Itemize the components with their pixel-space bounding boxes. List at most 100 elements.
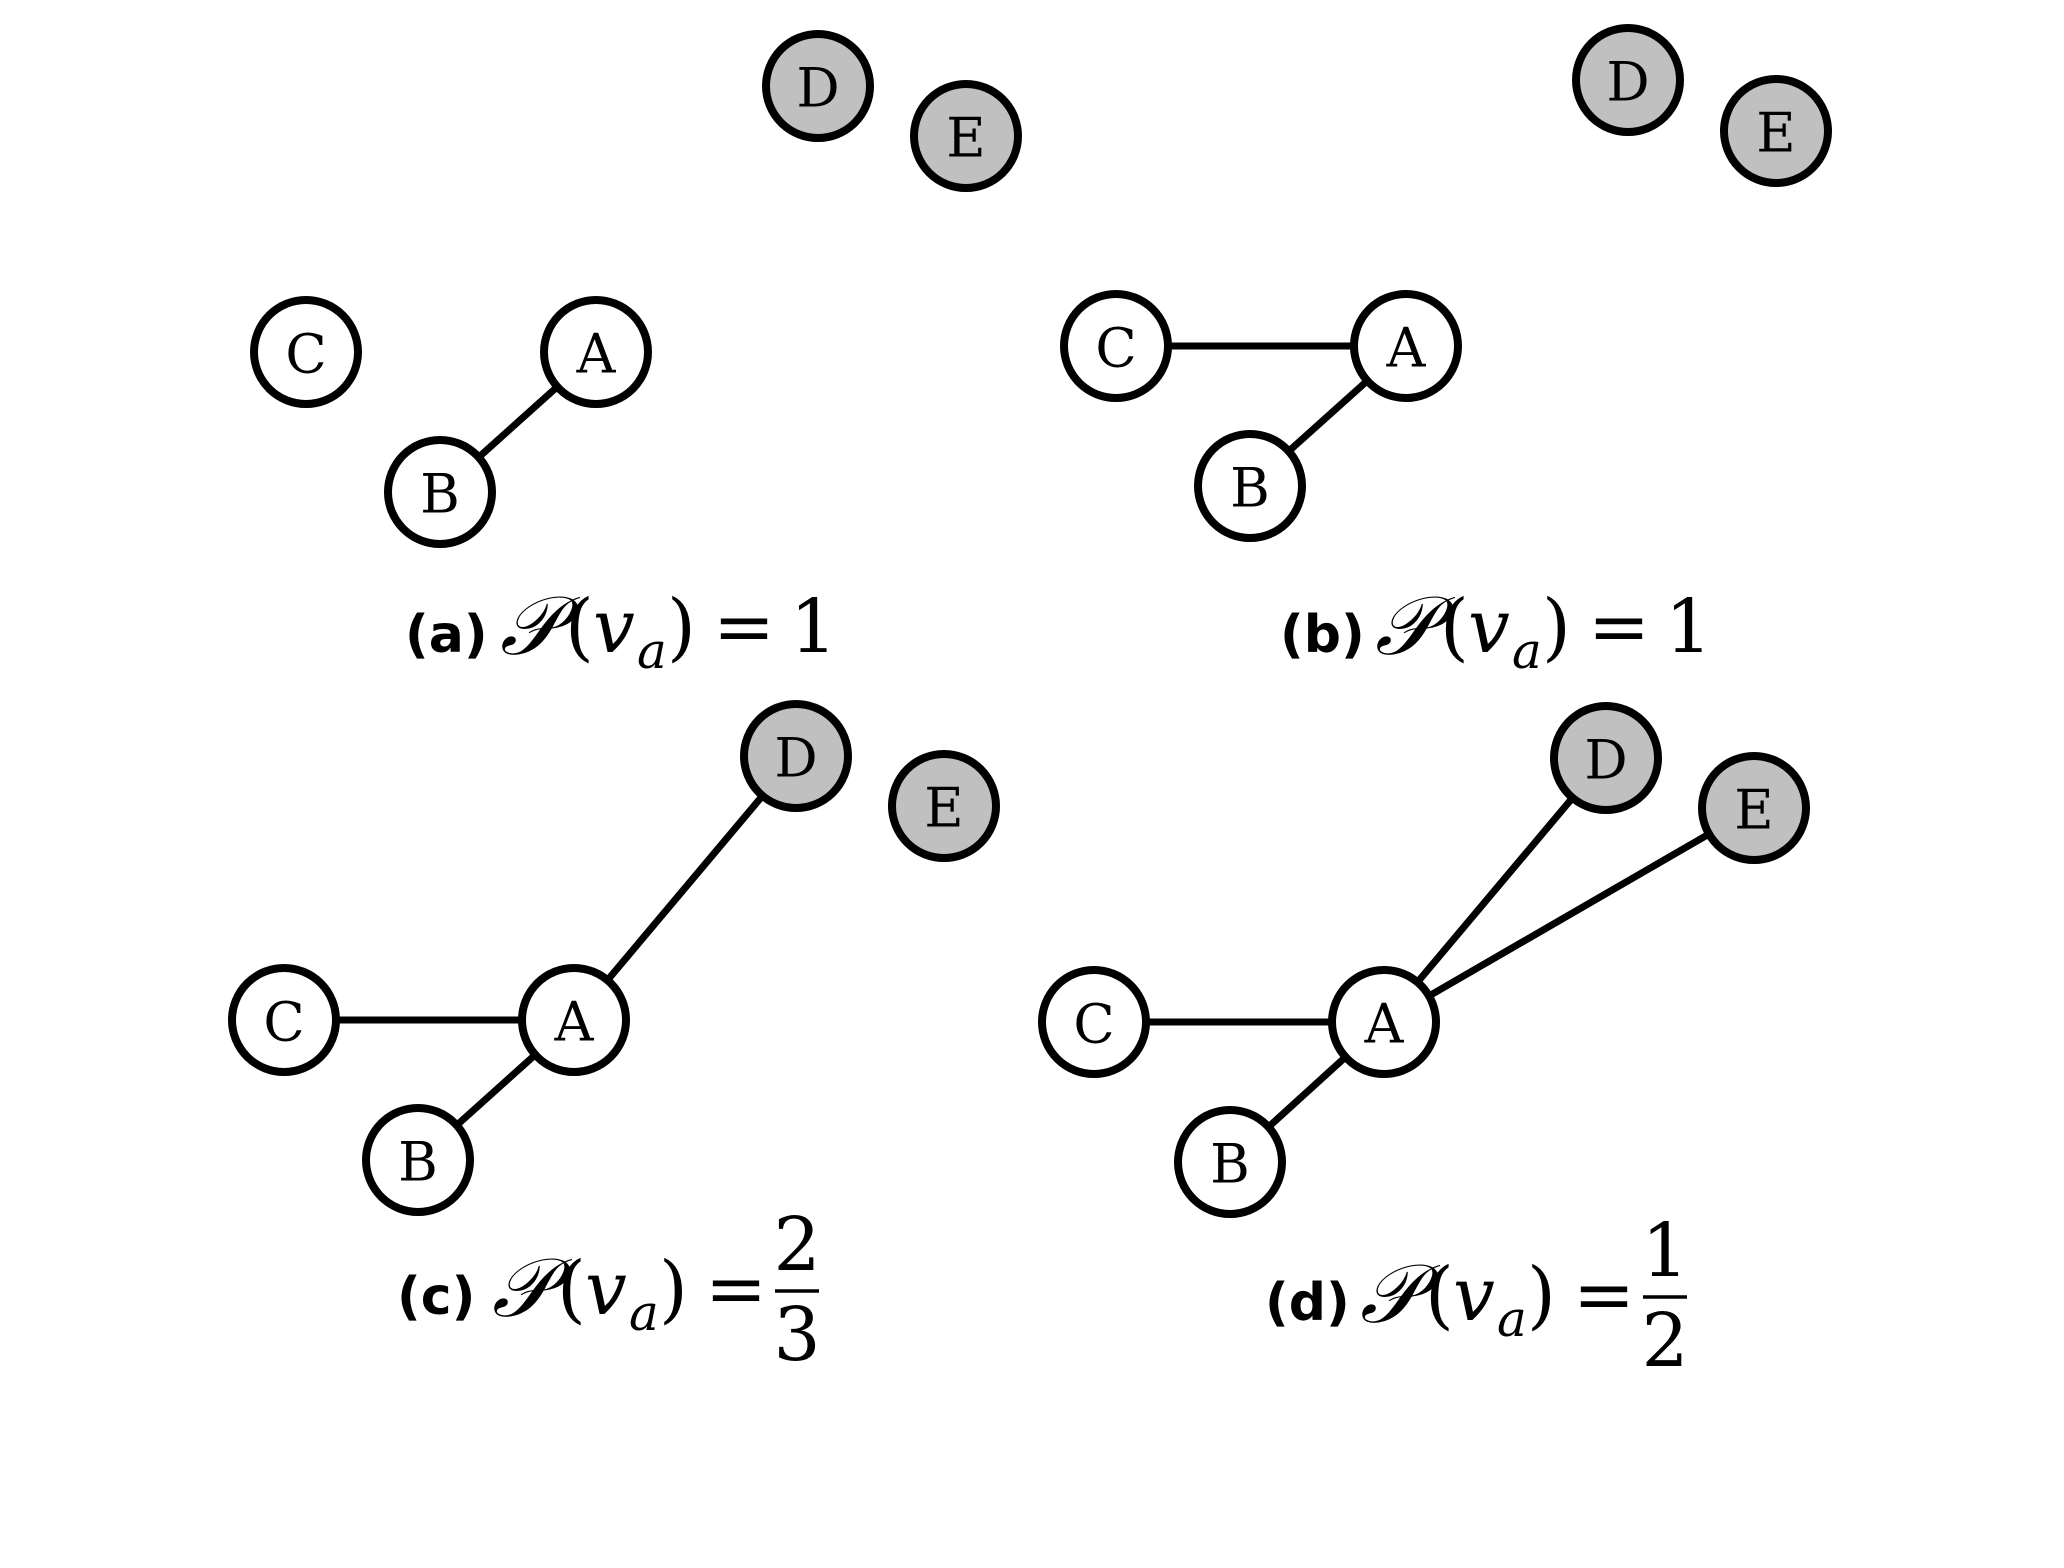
caption-rparen: ) bbox=[1542, 584, 1571, 670]
node-label: D bbox=[1606, 51, 1649, 114]
node-a: A bbox=[1350, 290, 1462, 402]
edge-a-d bbox=[1380, 754, 1610, 1026]
node-label: D bbox=[1584, 729, 1627, 792]
node-a: A bbox=[1328, 966, 1440, 1078]
caption-value: 1 bbox=[790, 584, 837, 670]
caption-sub: a bbox=[1512, 622, 1542, 680]
node-circle bbox=[540, 296, 652, 408]
caption-rparen: ) bbox=[659, 1246, 688, 1332]
node-label: C bbox=[1073, 993, 1114, 1056]
node-label: C bbox=[285, 323, 326, 386]
node-e: E bbox=[888, 750, 1000, 862]
node-label: E bbox=[1734, 779, 1773, 842]
caption-label: (d) bbox=[1265, 1273, 1350, 1333]
caption-lparen: ( bbox=[1425, 1252, 1454, 1338]
node-circle bbox=[384, 436, 496, 548]
caption-var: v bbox=[593, 584, 635, 670]
node-c: C bbox=[228, 964, 340, 1076]
node-circle bbox=[1174, 1106, 1286, 1218]
caption-label: (a) bbox=[405, 605, 488, 665]
node-circle bbox=[1194, 430, 1306, 542]
node-d: D bbox=[740, 700, 852, 812]
node-circle bbox=[1038, 966, 1150, 1078]
caption-sub: a bbox=[1497, 1290, 1527, 1348]
node-c: C bbox=[1060, 290, 1172, 402]
caption-lparen: ( bbox=[1440, 584, 1469, 670]
node-e: E bbox=[910, 80, 1022, 192]
node-circle bbox=[762, 30, 874, 142]
caption-label: (b) bbox=[1280, 605, 1365, 665]
caption-lparen: ( bbox=[565, 584, 594, 670]
node-a: A bbox=[540, 296, 652, 408]
caption-value: 1 bbox=[1665, 584, 1712, 670]
node-b: B bbox=[384, 436, 496, 548]
node-circle bbox=[1698, 752, 1810, 864]
node-circle bbox=[518, 964, 630, 1076]
caption-label: (c) bbox=[397, 1267, 475, 1327]
caption-eq: = bbox=[1588, 584, 1650, 670]
node-circle bbox=[250, 296, 362, 408]
caption-eq: = bbox=[713, 584, 775, 670]
node-label: C bbox=[1095, 317, 1136, 380]
node-circle bbox=[910, 80, 1022, 192]
caption-var: v bbox=[585, 1246, 627, 1332]
node-circle bbox=[1550, 702, 1662, 814]
node-circle bbox=[1060, 290, 1172, 402]
node-circle bbox=[888, 750, 1000, 862]
caption-denominator: 3 bbox=[773, 1292, 820, 1378]
node-c: C bbox=[1038, 966, 1150, 1078]
caption-sub: a bbox=[637, 622, 667, 680]
node-circle bbox=[1350, 290, 1462, 402]
node-label: D bbox=[796, 57, 839, 120]
caption-numerator: 2 bbox=[773, 1202, 820, 1288]
node-d: D bbox=[1572, 24, 1684, 136]
node-e: E bbox=[1720, 75, 1832, 187]
caption-eq: = bbox=[1573, 1252, 1635, 1338]
node-a: A bbox=[518, 964, 630, 1076]
node-label: A bbox=[576, 323, 617, 386]
caption-eq: = bbox=[705, 1246, 767, 1332]
node-circle bbox=[228, 964, 340, 1076]
node-b: B bbox=[1194, 430, 1306, 542]
caption-rparen: ) bbox=[1527, 1252, 1556, 1338]
node-e: E bbox=[1698, 752, 1810, 864]
node-label: E bbox=[946, 107, 985, 170]
edge-a-e bbox=[1380, 804, 1758, 1026]
node-b: B bbox=[362, 1104, 474, 1216]
node-d: D bbox=[1550, 702, 1662, 814]
node-label: E bbox=[1756, 102, 1795, 165]
node-label: A bbox=[554, 991, 595, 1054]
node-label: C bbox=[263, 991, 304, 1054]
node-b: B bbox=[1174, 1106, 1286, 1218]
caption-sub: a bbox=[629, 1284, 659, 1342]
node-label: B bbox=[1230, 457, 1270, 520]
node-label: B bbox=[1210, 1133, 1250, 1196]
caption-var: v bbox=[1468, 584, 1510, 670]
node-label: D bbox=[774, 727, 817, 790]
caption-var: v bbox=[1453, 1252, 1495, 1338]
node-circle bbox=[740, 700, 852, 812]
edge-a-d bbox=[570, 752, 800, 1024]
caption-rparen: ) bbox=[667, 584, 696, 670]
node-circle bbox=[1328, 966, 1440, 1078]
node-label: B bbox=[420, 463, 460, 526]
caption-lparen: ( bbox=[557, 1246, 586, 1332]
node-label: A bbox=[1364, 993, 1405, 1056]
node-circle bbox=[1720, 75, 1832, 187]
node-c: C bbox=[250, 296, 362, 408]
node-d: D bbox=[762, 30, 874, 142]
node-label: A bbox=[1386, 317, 1427, 380]
node-label: E bbox=[924, 777, 963, 840]
node-circle bbox=[362, 1104, 474, 1216]
caption-numerator: 1 bbox=[1641, 1208, 1688, 1294]
node-label: B bbox=[398, 1131, 438, 1194]
